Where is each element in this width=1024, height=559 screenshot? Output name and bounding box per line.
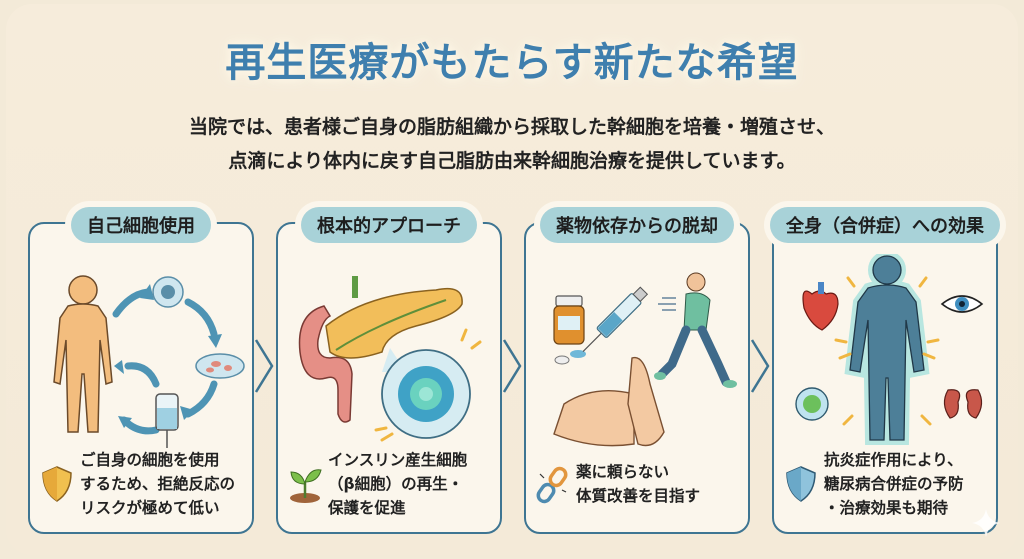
glowing-body-icon (844, 254, 930, 445)
card-autologous-cells: 自己細胞使用 (28, 207, 254, 534)
syringe-icon (582, 286, 649, 353)
shield-icon (42, 466, 72, 502)
autologous-cell-cycle-illustration (53, 275, 245, 448)
petri-dish-icon (195, 353, 245, 379)
card-footer: インスリン産生細胞 （β細胞）の再生・ 保護を促進 (288, 442, 492, 526)
hands-stop-icon (553, 356, 665, 447)
intro-text: 当院では、患者様ご自身の脂肪組織から採取した幹細胞を培養・増殖させ、 点滴により… (6, 110, 1018, 178)
broken-chain-icon (536, 466, 568, 504)
infographic-canvas: 再生医療がもたらす新たな希望 当院では、患者様ご自身の脂肪組織から採取した幹細胞… (6, 4, 1018, 555)
sprout-icon (290, 469, 322, 503)
duodenum-icon (298, 305, 353, 423)
intro-line-2: 点滴により体内に戻す自己脂肪由来幹細胞治療を提供しています。 (228, 150, 796, 172)
card-text-line: （β細胞）の再生・ (328, 475, 464, 493)
kidneys-icon (943, 389, 983, 419)
card-heading: 自己細胞使用 (71, 207, 211, 243)
card-text-line: ご自身の細胞を使用 (80, 451, 220, 469)
pancreas-icon (325, 287, 463, 359)
eye-icon (940, 295, 984, 313)
card-heading: 根本的アプローチ (301, 207, 477, 243)
intro-line-1: 当院では、患者様ご自身の脂肪組織から採取した幹細胞を培養・増殖させ、 (188, 116, 835, 138)
card-text-line: するため、拒絶反応の (80, 475, 236, 493)
chevron-right-icon (502, 339, 522, 393)
person-icon (53, 275, 113, 433)
card-text-line: 抗炎症作用により、 (824, 451, 963, 469)
card-footer: 薬に頼らない 体質改善を目指す (536, 442, 740, 526)
card-heading: 薬物依存からの脱却 (540, 207, 734, 243)
card-text-line: インスリン産生細胞 (328, 451, 468, 469)
card-text-line: 保護を促進 (328, 499, 406, 517)
card-text-line: 糖尿病合併症の予防 (824, 475, 964, 493)
whole-body-organs-illustration (795, 254, 984, 445)
card-root-approach: 根本的アプローチ (276, 207, 502, 534)
card-text-line: リスクが極めて低い (80, 499, 220, 517)
sparkle-icon (972, 509, 1000, 537)
page-title: 再生医療がもたらす新たな希望 (225, 40, 799, 86)
beta-cell-cluster-icon (398, 366, 454, 422)
card-footer: 抗炎症作用により、 糖尿病合併症の予防 ・治療効果も期待 (784, 442, 988, 526)
card-footer: ご自身の細胞を使用 するため、拒絶反応の リスクが極めて低い (40, 442, 244, 526)
card-whole-body-effects: 全身（合併症）への効果 (770, 207, 1000, 534)
pancreas-beta-cells-illustration (298, 276, 482, 442)
card-heading: 全身（合併症）への効果 (770, 207, 1000, 243)
shield-icon (786, 466, 816, 502)
card-text-line: ・治療効果も期待 (824, 499, 949, 517)
iv-bag-icon (155, 393, 179, 448)
running-woman-icon (654, 272, 737, 388)
card-text-line: 体質改善を目指す (576, 487, 701, 505)
pill-bottle-icon (553, 295, 586, 365)
card-text-line: 薬に頼らない (576, 463, 670, 481)
medicine-refusal-running-illustration (553, 272, 737, 447)
cell-icon (795, 387, 829, 421)
chevron-right-icon (254, 339, 274, 393)
heart-icon (802, 282, 839, 331)
card-drug-independence: 薬物依存からの脱却 (524, 207, 750, 534)
chevron-right-icon (750, 339, 770, 393)
